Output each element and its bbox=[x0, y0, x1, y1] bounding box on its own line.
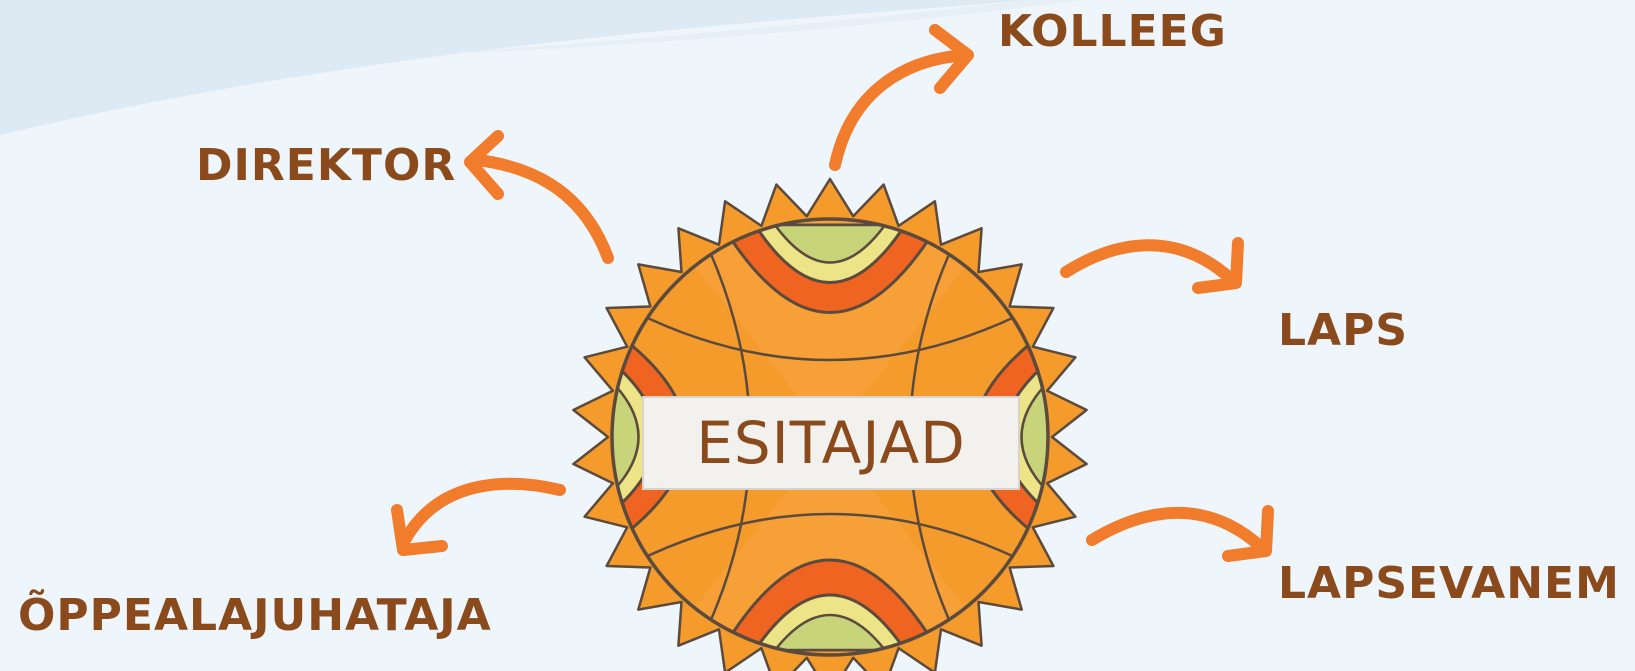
node-label-laps: LAPS bbox=[1278, 305, 1409, 356]
node-label-lapsevanem: LAPSEVANEM bbox=[1278, 558, 1620, 609]
arrow-to-oppealajuhataja bbox=[391, 477, 566, 556]
arrow-to-direktor bbox=[464, 130, 614, 264]
center-label: ESITAJAD bbox=[696, 409, 966, 477]
arrow-to-laps bbox=[1060, 237, 1244, 294]
node-label-kolleeg: KOLLEEG bbox=[998, 6, 1227, 57]
node-label-direktor: DIREKTOR bbox=[196, 140, 457, 191]
center-label-box: ESITAJAD bbox=[642, 396, 1020, 490]
node-label-oppealajuhataja: ÕPPEALAJUHATAJA bbox=[18, 590, 492, 641]
arrow-to-kolleeg bbox=[829, 24, 974, 171]
arrow-to-lapsevanem bbox=[1086, 505, 1274, 562]
